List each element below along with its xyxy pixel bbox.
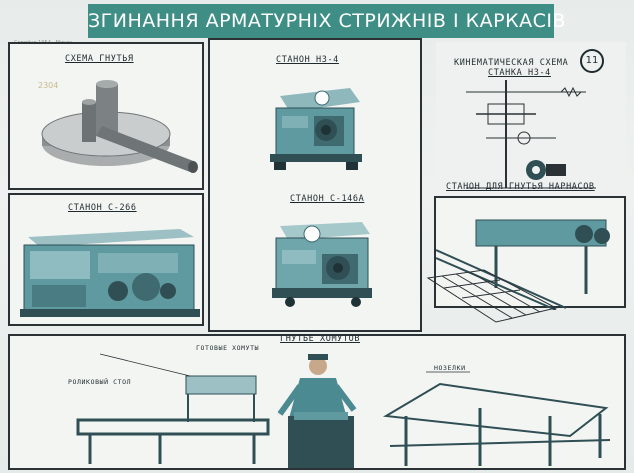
rebar-mesh-illustration	[426, 269, 558, 323]
bent-stirrups-label: ГНУТЬЕ ХОМУТОВ	[280, 334, 361, 344]
sheet-number-badge: 11	[580, 49, 604, 73]
machine-c266-illustration	[20, 229, 200, 317]
machine-c146a-illustration	[272, 222, 372, 307]
svg-text:2304: 2304	[38, 81, 58, 90]
panel-machine-c266: СТАНОН С-266	[8, 193, 204, 326]
kinematic-scheme-sublabel: СТАНКА НЗ-4	[488, 68, 551, 78]
panel-bending-scheme: СХЕМА ГНУТЬЯ 2304	[8, 42, 204, 190]
panel-frame-bending-machine: СТАНОН ДЛЯ ГНУТЬЯ НАРНАСОВ	[434, 182, 626, 310]
kinematic-diagram	[466, 80, 596, 189]
machine-c146a-label: СТАНОН С-146А	[290, 194, 365, 204]
stirrup-bending-scene	[76, 353, 611, 468]
frame-bending-machine-label: СТАНОН ДЛЯ ГНУТЬЯ НАРНАСОВ	[446, 182, 595, 192]
machine-c266-label: СТАНОН С-266	[68, 203, 137, 213]
kinematic-scheme-label: КИНЕМАТИЧЕСКАЯ СХЕМА	[454, 58, 569, 68]
callout-roller-table: РОЛИКОВЫЙ СТОЛ	[68, 378, 132, 386]
bending-disc-illustration: 2304	[38, 80, 198, 173]
frame-bending-machine-illustration	[436, 219, 610, 310]
callout-trestles: НОЗЕЛКИ	[434, 364, 466, 372]
machine-nz4-illustration	[270, 88, 362, 170]
panel-bent-stirrups: ГНУТЬЕ ХОМУТОВ ГОТОВЫЕ ХОМУТЫ РОЛИКОВЫЙ …	[8, 334, 626, 470]
poster-title: ЗГИНАННЯ АРМАТУРНІХ СТРИЖНІВ І КАРКАСІВ	[88, 4, 565, 38]
panel-machine-nz4: СТАНОН НЗ-4 СТАНОН С-146А	[208, 38, 422, 332]
machine-nz4-label: СТАНОН НЗ-4	[276, 55, 339, 65]
callout-finished-stirrups: ГОТОВЫЕ ХОМУТЫ	[196, 344, 260, 352]
bending-scheme-label: СХЕМА ГНУТЬЯ	[65, 54, 134, 64]
